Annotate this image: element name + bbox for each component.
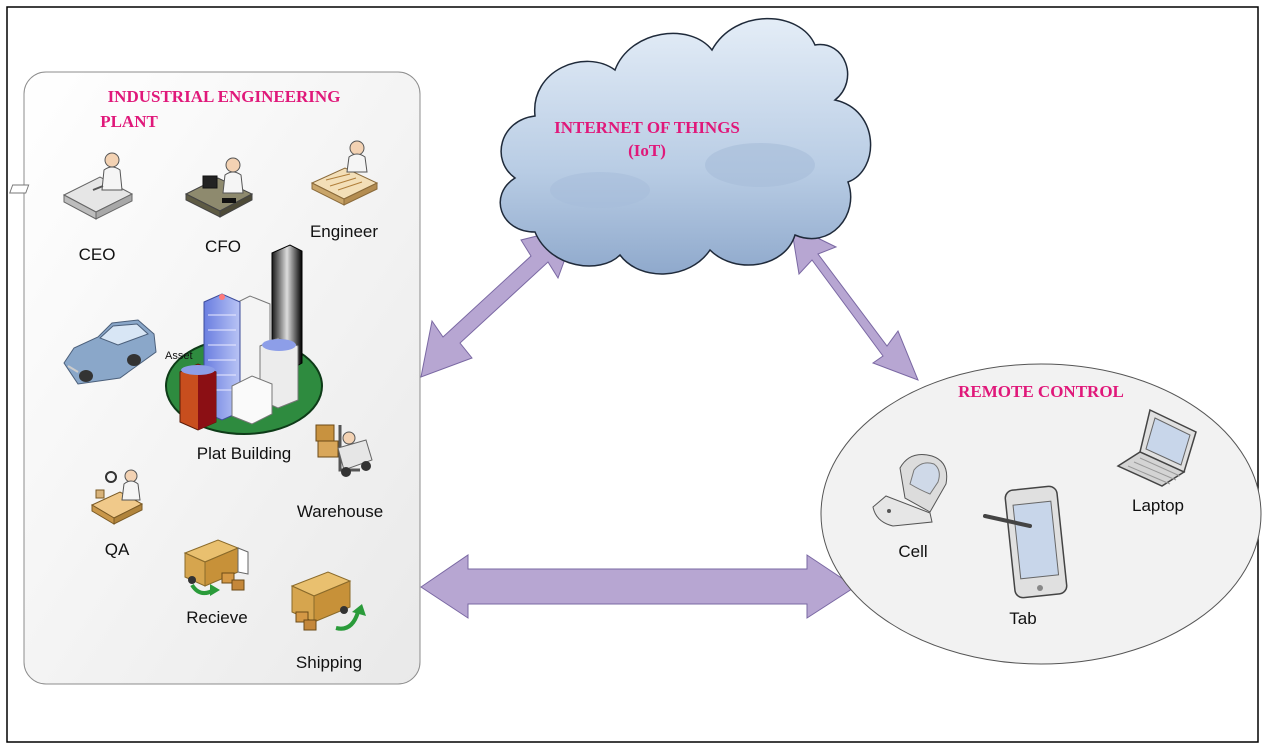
cfo-icon: [184, 157, 254, 218]
warehouse-label: Warehouse: [297, 502, 383, 521]
receive-icon: [183, 539, 249, 596]
cloud-shape: [499, 17, 872, 275]
remote-title: REMOTE CONTROL: [958, 382, 1124, 401]
laptop-icon: [1116, 408, 1197, 487]
page-border: [6, 6, 1259, 743]
arrow-plant-remote: [420, 554, 856, 619]
warehouse-icon: [315, 424, 373, 477]
laptop-label: Laptop: [1132, 496, 1184, 515]
cell-phone-icon: [872, 454, 948, 527]
plant-panel: INDUSTRIAL ENGINEERING PLANT CEO CFO: [9, 71, 421, 685]
qa-icon: [90, 469, 144, 525]
qa-label: QA: [105, 540, 130, 559]
cell-label: Cell: [898, 542, 927, 561]
cloud-title-line2: (IoT): [628, 141, 666, 160]
cfo-label: CFO: [205, 237, 241, 256]
shipping-label: Shipping: [296, 653, 362, 672]
tab-label: Tab: [1009, 609, 1036, 628]
car-icon: [63, 319, 157, 385]
engineer-label: Engineer: [310, 222, 378, 241]
plant-building-icon: [165, 244, 323, 435]
remote-control-group: REMOTE CONTROL Cell Tab Laptop: [820, 363, 1262, 665]
plant-building-label: Plat Building: [197, 444, 292, 463]
arrows: [420, 224, 919, 619]
receive-label: Recieve: [186, 608, 247, 627]
ceo-label: CEO: [79, 245, 116, 264]
tablet-icon: [983, 485, 1068, 599]
arrow-cloud-remote: [790, 224, 919, 381]
engineer-icon: [310, 140, 379, 206]
shipping-icon: [290, 571, 366, 631]
cloud-title-line1: INTERNET OF THINGS: [554, 118, 740, 137]
plant-title-line1: INDUSTRIAL ENGINEERING: [108, 87, 341, 106]
ceo-icon: [9, 152, 134, 220]
iot-cloud: INTERNET OF THINGS (IoT): [499, 17, 872, 275]
plant-title-line2: PLANT: [100, 112, 158, 131]
asset-label: Asset: [165, 350, 193, 362]
